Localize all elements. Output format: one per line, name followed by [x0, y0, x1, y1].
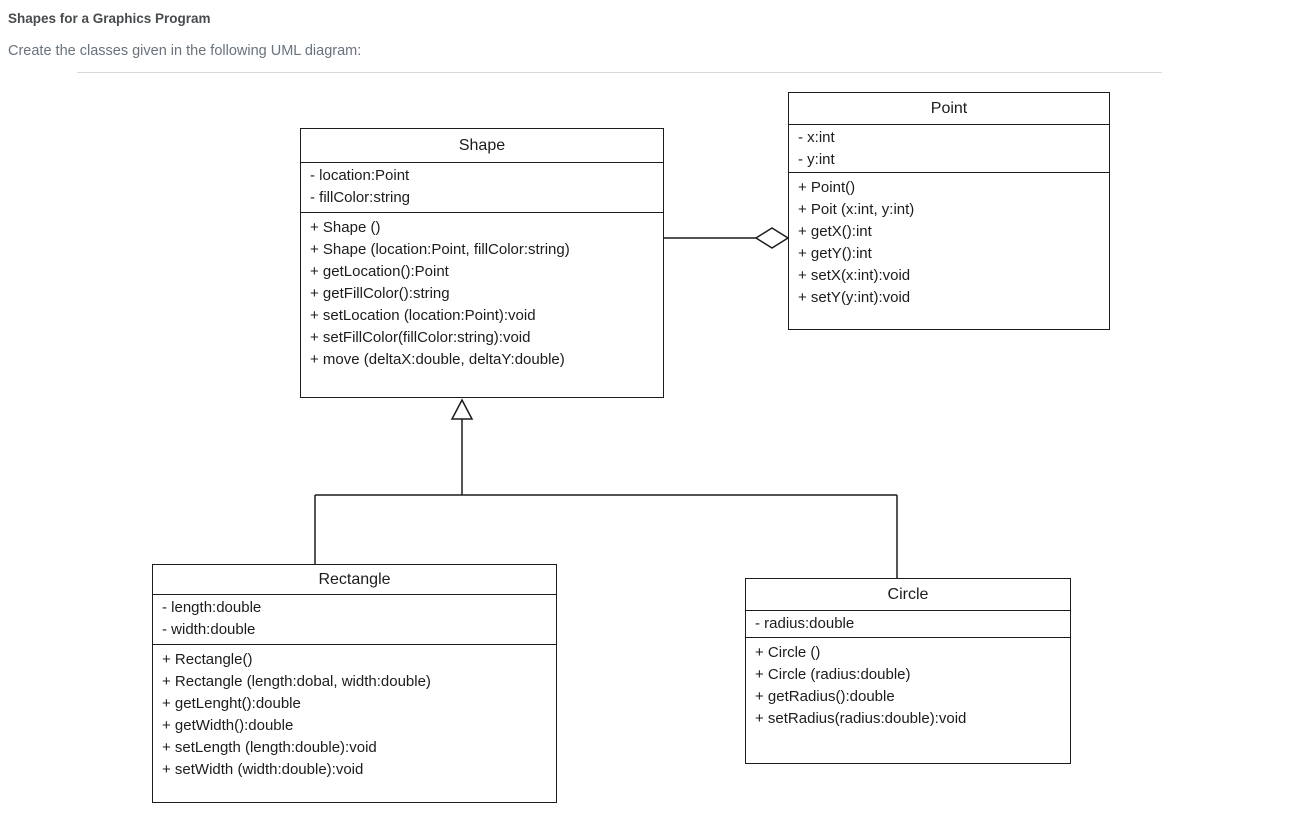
uml-method: + getX():int: [798, 223, 872, 240]
page-instruction: Create the classes given in the followin…: [8, 43, 362, 59]
uml-method: + getY():int: [798, 245, 872, 262]
page-title: Shapes for a Graphics Program: [8, 11, 211, 26]
uml-attribute: - fillColor:string: [310, 189, 411, 206]
uml-method: + Rectangle (length:dobal, width:double): [162, 673, 431, 690]
uml-method: + setWidth (width:double):void: [162, 761, 364, 778]
uml-class-shape: Shape - location:Point - fillColor:strin…: [300, 128, 664, 398]
divider: [77, 72, 1162, 73]
uml-method: + Shape (location:Point, fillColor:strin…: [310, 241, 570, 258]
inheritance-triangle-icon: [450, 398, 474, 420]
uml-attribute: - length:double: [162, 599, 262, 616]
uml-method: + Circle (radius:double): [755, 666, 911, 683]
uml-attribute: - y:int: [798, 151, 835, 168]
uml-class-name: Circle: [887, 585, 929, 603]
uml-method: + setX(x:int):void: [798, 267, 911, 284]
uml-attribute: - width:double: [162, 621, 256, 638]
uml-method: + setFillColor(fillColor:string):void: [310, 329, 531, 346]
uml-method: + Rectangle(): [162, 651, 253, 668]
uml-class-name: Point: [930, 99, 968, 117]
uml-method: + Poit (x:int, y:int): [798, 201, 915, 218]
uml-method: + Shape (): [310, 219, 381, 236]
uml-method: + setY(y:int):void: [798, 289, 911, 306]
uml-class-circle: Circle - radius:double + Circle () + Cir…: [745, 578, 1071, 764]
uml-attribute: - x:int: [798, 129, 835, 146]
uml-method: + getLenght():double: [162, 695, 301, 712]
uml-class-name: Shape: [458, 136, 506, 154]
uml-method: + setRadius(radius:double):void: [755, 710, 967, 727]
uml-class-name: Rectangle: [318, 570, 391, 588]
uml-attribute: - location:Point: [310, 167, 410, 184]
uml-method: + getFillColor():string: [310, 285, 450, 302]
uml-attribute: - radius:double: [755, 615, 855, 632]
uml-method: + getWidth():double: [162, 717, 294, 734]
uml-method: + Circle (): [755, 644, 821, 661]
aggregation-diamond-icon: [754, 227, 790, 249]
uml-method: + setLocation (location:Point):void: [310, 307, 536, 324]
uml-method: + getLocation():Point: [310, 263, 449, 280]
uml-method: + setLength (length:double):void: [162, 739, 377, 756]
uml-class-point: Point - x:int - y:int + Point() + Poit (…: [788, 92, 1110, 330]
uml-class-rectangle: Rectangle - length:double - width:double…: [152, 564, 557, 803]
uml-method: + Point(): [798, 179, 856, 196]
uml-method: + getRadius():double: [755, 688, 895, 705]
uml-method: + move (deltaX:double, deltaY:double): [310, 351, 565, 368]
